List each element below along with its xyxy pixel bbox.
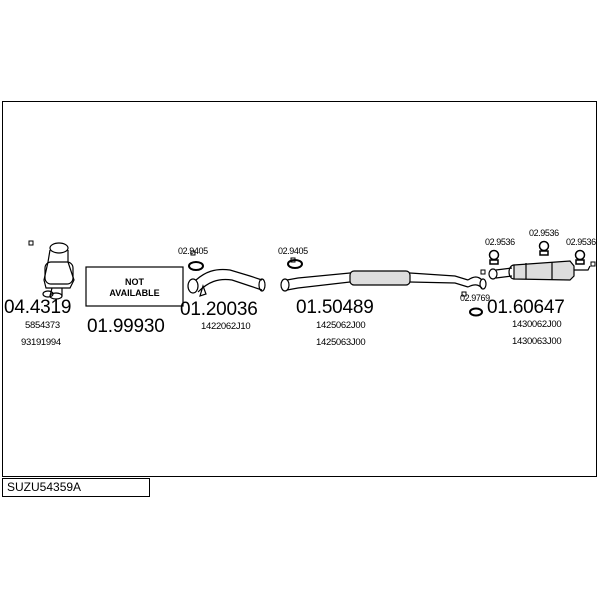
marker-square <box>480 269 486 275</box>
marker-square <box>590 261 596 267</box>
oe-number-cat-2: 93191994 <box>21 337 61 348</box>
marker-square <box>190 250 196 256</box>
not-available-label: NOT AVAILABLE <box>86 277 183 299</box>
rear-silencer-icon <box>488 260 591 281</box>
oe-number-rear-2: 1430063J00 <box>512 336 562 347</box>
part-number-cat: 04.4319 <box>4 297 72 318</box>
rubber-hanger-icon <box>574 249 586 265</box>
ring-seal-icon <box>287 259 303 269</box>
part-number-rear: 01.60647 <box>487 297 565 318</box>
diagram-frame <box>2 101 597 477</box>
oe-number-front-pipe: 1422062J10 <box>201 321 251 332</box>
accessory-ring-rear: 02.9769 <box>460 293 490 303</box>
oe-number-middle-1: 1425062J00 <box>316 320 366 331</box>
part-number-front-pipe: 01.20036 <box>180 299 258 320</box>
marker-square <box>28 240 34 246</box>
catalytic-converter-icon <box>42 242 75 300</box>
ring-seal-icon <box>469 307 483 317</box>
not-available-line1: NOT <box>125 277 144 287</box>
rubber-hanger-icon <box>488 249 500 265</box>
part-number-na: 01.99930 <box>87 316 165 337</box>
front-pipe-icon <box>187 268 266 297</box>
part-number-middle: 01.50489 <box>296 297 374 318</box>
accessory-hanger-a: 02.9536 <box>485 237 515 247</box>
ring-seal-icon <box>188 261 204 271</box>
oe-number-rear-1: 1430062J00 <box>512 319 562 330</box>
rubber-hanger-icon <box>538 240 550 256</box>
oe-number-middle-2: 1425063J00 <box>316 337 366 348</box>
not-available-box <box>85 266 184 307</box>
not-available-line2: AVAILABLE <box>109 288 160 298</box>
accessory-ring-mid: 02.9405 <box>278 246 308 256</box>
accessory-ring-front: 02.9405 <box>178 246 208 256</box>
oe-number-cat-1: 5854373 <box>25 320 60 331</box>
marker-square <box>461 291 467 297</box>
accessory-hanger-c: 02.9536 <box>566 237 596 247</box>
accessory-hanger-b: 02.9536 <box>529 228 559 238</box>
middle-silencer-icon <box>280 270 487 292</box>
diagram-code-label: SUZU54359A <box>2 478 150 497</box>
